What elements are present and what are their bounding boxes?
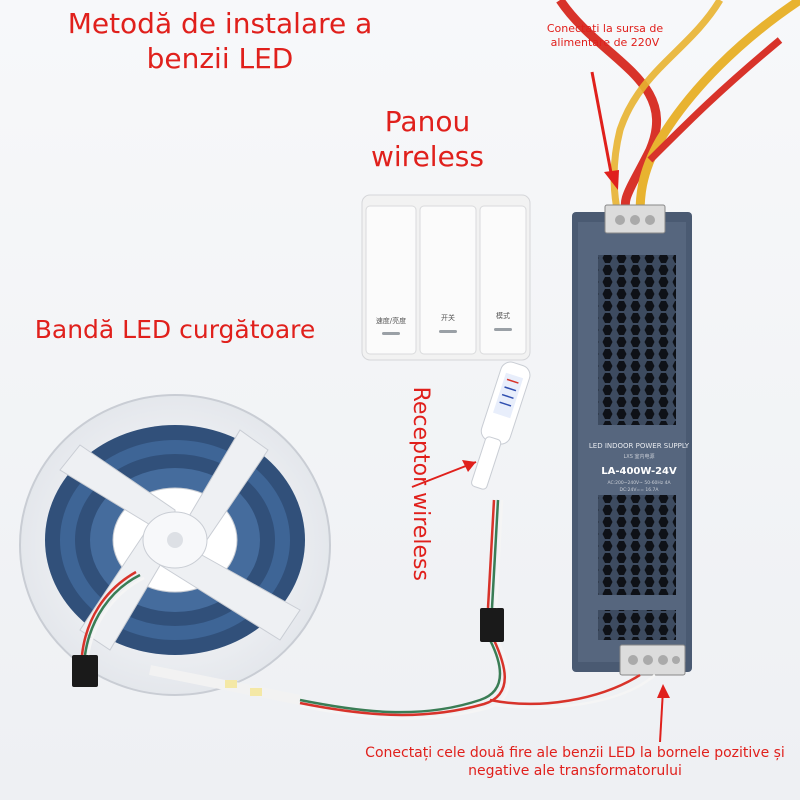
receiver-label: Receptor wireless [407,386,433,581]
psu-header: LED INDOOR POWER SUPPLY [589,442,690,450]
panel-button-speed: 速度/亮度 [376,316,406,325]
diagram-title: Metodă de instalare a benzii LED [67,7,373,75]
arrow-head-receiver [462,460,476,472]
psu-subheader: LXS 室内电源 [624,453,655,460]
panel-button-mode: 模式 [496,311,510,320]
strip-cables [72,499,656,720]
mains-wires [556,0,800,218]
panel-label: Panou wireless [371,105,484,173]
power-label: Conectați la sursa de alimentare de 220V [546,22,664,49]
wireless-receiver [471,361,531,490]
psu-model: LA-400W-24V [601,466,677,477]
arrow-head-terminals [657,684,670,698]
panel-button-power: 开关 [441,313,455,322]
led-strip-reel [19,394,331,696]
arrow-head-power [604,170,619,190]
psu-spec-dc: DC:24V== 16.7A [620,487,660,493]
connect-label: Conectați cele două fire ale benzii LED … [365,745,785,780]
arrows [411,71,670,743]
power-supply: LED INDOOR POWER SUPPLY LXS 室内电源 LA-400W… [572,204,692,676]
strip-label: Bandă LED curgătoare [34,315,316,344]
psu-spec-ac: AC:200~240V~ 50-60Hz 4A [607,480,671,486]
wireless-panel: 速度/亮度 开关 模式 [361,194,531,361]
